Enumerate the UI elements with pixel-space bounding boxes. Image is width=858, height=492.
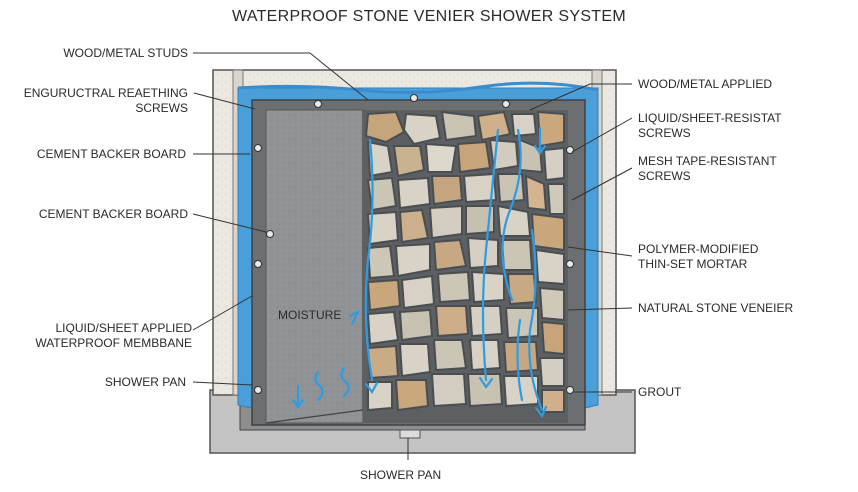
moisture-flow-arrows xyxy=(291,126,548,419)
label-stone-veneer: NATURAL STONE VENEIER xyxy=(638,301,794,315)
label-waterproof-membrane: LIQUID/SHEET APPLIED WATERPROOF MEMBBANE xyxy=(35,321,192,350)
label-grout: GROUT xyxy=(638,385,682,399)
diagram-title: WATERPROOF STONE VENIER SHOWER SYSTEM xyxy=(232,8,626,25)
leader-lines-left xyxy=(192,52,369,386)
cement-backer-board-panel xyxy=(265,109,364,424)
label-shower-pan-left: SHOWER PAN xyxy=(104,375,186,389)
label-mesh-tape-screws: MESH TAPE-RESISTANT SCREWS xyxy=(638,154,777,183)
label-shower-pan-bottom: SHOWER PAN xyxy=(360,468,442,482)
label-thin-set-mortar: POLYMER-MODIFIED THIN-SET MORTAR xyxy=(638,242,759,271)
label-structural-screws: ENGURUCTRAL REAETHING SCREWS xyxy=(23,86,188,115)
label-moisture: MOISTURE xyxy=(278,308,342,322)
label-wood-metal-studs: WOOD/METAL STUDS xyxy=(63,46,188,60)
natural-stones xyxy=(364,110,565,413)
drain xyxy=(399,429,421,439)
leader-lines-right xyxy=(407,83,633,460)
label-liquid-sheet-screws: LIQUID/SHEET-RESISTAT SCREWS xyxy=(638,111,782,140)
label-wood-metal-applied: WOOD/METAL APPLIED xyxy=(638,77,773,91)
label-cement-backer-board-2: CEMENT BACKER BOARD xyxy=(38,207,188,221)
screws xyxy=(254,94,574,394)
label-cement-backer-board-1: CEMENT BACKER BOARD xyxy=(36,147,186,161)
